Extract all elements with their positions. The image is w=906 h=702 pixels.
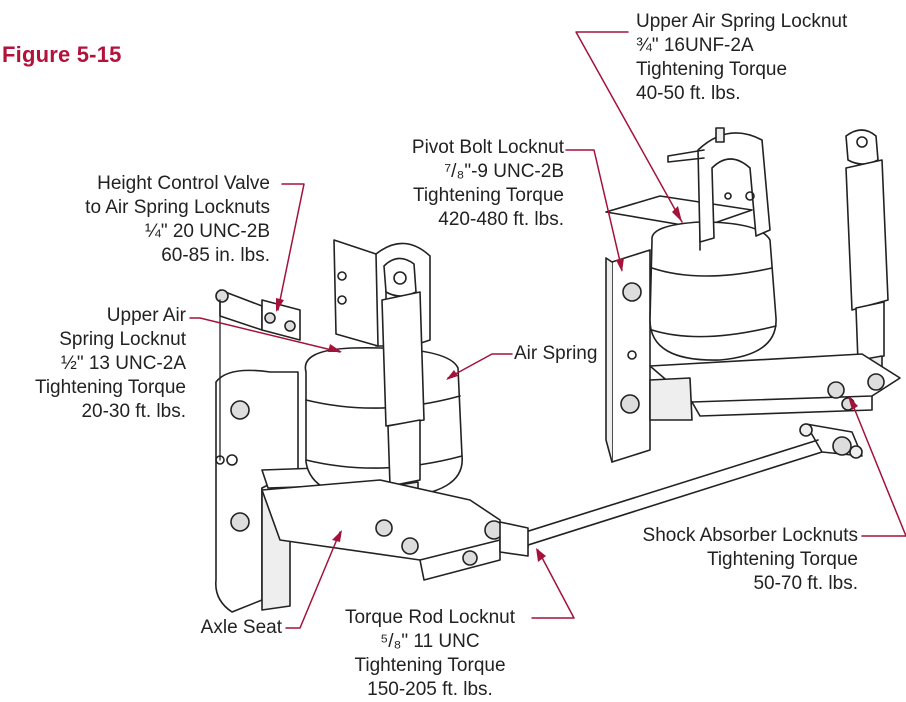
callout-line: Tightening Torque [354,655,506,676]
callout-height-control-valve: Height Control Valve to Air Spring Lockn… [40,172,270,268]
callout-line: Tightening Torque [706,549,858,570]
callout-pivot-bolt-locknut: Pivot Bolt Locknut ⁷/₈"-9 UNC-2B Tighten… [380,136,564,232]
callout-line: Tightening Torque [412,185,564,206]
callout-line: Upper Air [106,305,186,326]
callout-air-spring: Air Spring [514,342,597,366]
callout-line: Upper Air Spring Locknut [636,11,848,32]
figure-label: Figure 5-15 [2,42,122,67]
callout-line: ¾" 16UNF-2A [636,35,754,56]
callout-line: ¼" 20 UNC-2B [144,221,270,242]
callout-line: Torque Rod Locknut [344,607,516,628]
callout-shock-absorber-locknuts: Shock Absorber Locknuts Tightening Torqu… [600,524,858,596]
callout-line: Air Spring [514,343,598,364]
right-air-spring [649,221,777,361]
leader-torque-rod [531,549,575,619]
right-hanger-bracket [605,249,651,463]
callout-line: 20-30 ft. lbs. [81,401,186,422]
callout-line: 150-205 ft. lbs. [367,679,493,700]
callout-upper-air-spring-locknut-left: Upper Air Spring Locknut ½" 13 UNC-2A Ti… [0,304,186,424]
callout-line: ⁷/₈"-9 UNC-2B [444,161,564,182]
callout-line: Axle Seat [200,617,282,638]
callout-line: 40-50 ft. lbs. [636,83,741,104]
leader-lines [189,31,906,629]
callout-line: Tightening Torque [34,377,186,398]
callout-line: Spring Locknut [59,329,186,350]
callout-torque-rod-locknut: Torque Rod Locknut ⁵/₈" 11 UNC Tightenin… [330,606,530,702]
left-height-control-valve [215,289,301,465]
callout-line: Pivot Bolt Locknut [411,137,564,158]
callout-line: 50-70 ft. lbs. [753,573,858,594]
right-upper-bracket [667,127,771,243]
callout-line: ⁵/₈" 11 UNC [380,631,480,652]
callout-line: to Air Spring Locknuts [85,197,270,218]
leader-pivot-bolt [565,149,623,271]
torque-rod [499,439,823,553]
leader-axle-seat [285,531,341,629]
right-shock-absorber [845,129,889,389]
right-torque-rod-end [799,423,863,459]
leader-height-control-valve [277,183,305,311]
callout-line: Height Control Valve [97,173,270,194]
leader-upper-air-spring-left [189,317,341,353]
left-trailing-arm [261,479,529,581]
callout-line: 420-480 ft. lbs. [438,209,564,230]
right-trailing-arm [649,353,901,421]
callout-line: Tightening Torque [636,59,788,80]
callout-axle-seat: Axle Seat [180,616,282,640]
callout-line: 60-85 in. lbs. [161,245,270,266]
callout-upper-air-spring-locknut-right: Upper Air Spring Locknut ¾" 16UNF-2A Tig… [636,10,847,106]
callout-line: Shock Absorber Locknuts [642,525,858,546]
leader-upper-air-spring-right [575,31,683,223]
callout-line: ½" 13 UNC-2A [60,353,186,374]
leader-air-spring [447,353,513,379]
